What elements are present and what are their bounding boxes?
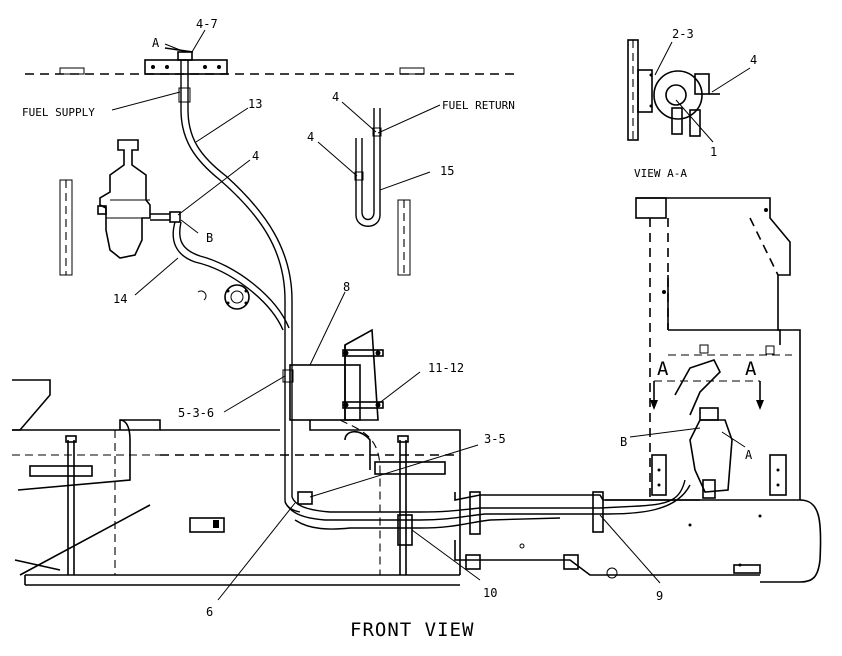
label-4-return-top: 4 — [332, 90, 339, 104]
label-4-view: 4 — [750, 53, 757, 67]
label-fuel-return: FUEL RETURN — [442, 99, 515, 112]
fuel-return-tube-15 — [354, 108, 411, 276]
view-aa-detail — [627, 39, 720, 141]
label-6: 6 — [206, 605, 213, 619]
label-9: 9 — [656, 589, 663, 603]
label-b-right: B — [620, 435, 627, 449]
label-2-3: 2-3 — [672, 27, 694, 41]
fuel-filter-left — [59, 139, 181, 276]
view-aa-caption: VIEW A-A — [634, 167, 687, 180]
engine-port — [197, 284, 250, 310]
label-10: 10 — [483, 586, 497, 600]
label-3-5: 3-5 — [484, 432, 506, 446]
section-a-right: A — [745, 358, 757, 380]
label-4-filter: 4 — [252, 149, 259, 163]
fuel-hose-14 — [172, 221, 290, 331]
label-1: 1 — [710, 145, 717, 159]
leader-lines — [111, 29, 751, 601]
label-4-return-mid: 4 — [307, 130, 314, 144]
label-14: 14 — [113, 292, 127, 306]
label-4-7: 4-7 — [196, 17, 218, 31]
labels: A 4-7 FUEL SUPPLY 13 4 B 14 4 FUEL RETUR… — [22, 17, 757, 641]
bottom-fuel-lines — [284, 479, 822, 583]
label-15: 15 — [440, 164, 454, 178]
label-a-right: A — [745, 448, 753, 462]
label-a-top: A — [152, 36, 160, 50]
label-b-filter: B — [206, 231, 213, 245]
label-11-12: 11-12 — [428, 361, 464, 375]
right-cab-structure — [635, 197, 801, 567]
section-a-left: A — [657, 358, 669, 380]
front-view-title: FRONT VIEW — [350, 619, 474, 641]
label-fuel-supply: FUEL SUPPLY — [22, 106, 95, 119]
label-13: 13 — [248, 97, 262, 111]
label-8: 8 — [343, 280, 350, 294]
bracket-8 — [282, 328, 384, 421]
machine-frame — [12, 379, 461, 586]
fuel-tank-top — [25, 47, 520, 75]
label-5-3-6: 5-3-6 — [178, 406, 214, 420]
